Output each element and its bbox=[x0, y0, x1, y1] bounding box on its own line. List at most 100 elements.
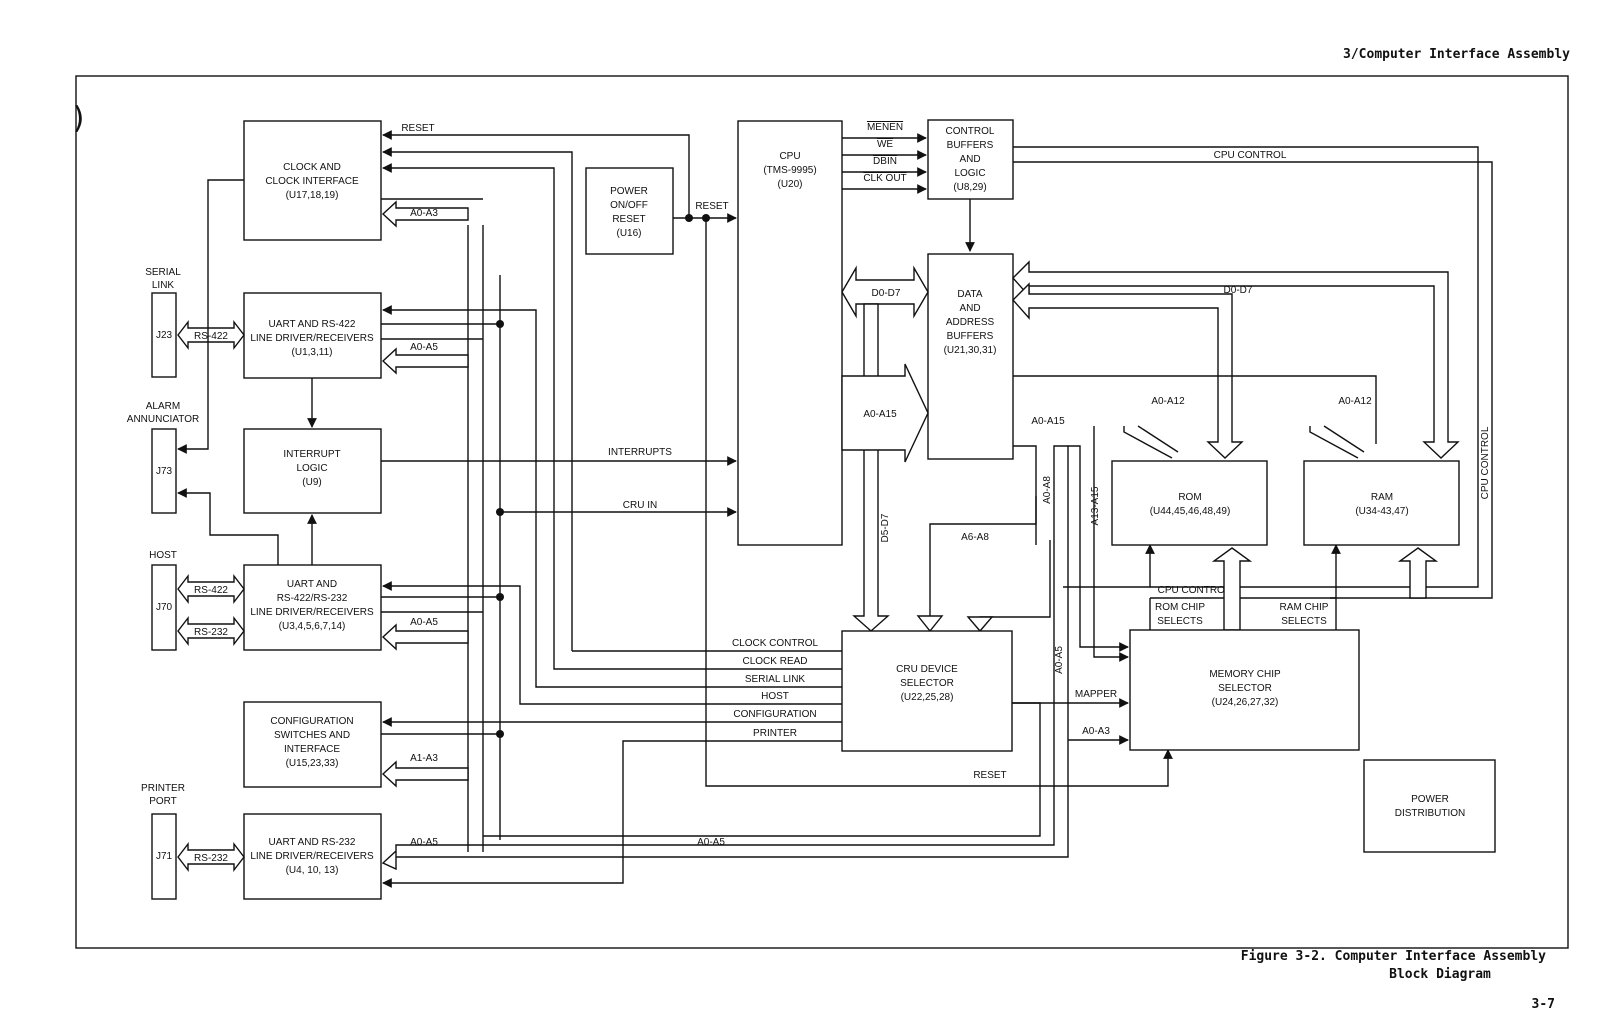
svg-text:J23: J23 bbox=[156, 330, 173, 341]
label-alarm: ALARM bbox=[146, 401, 180, 412]
svg-text:(U22,25,28): (U22,25,28) bbox=[901, 692, 954, 703]
wire-a0-a8 bbox=[1013, 445, 1037, 545]
label-printer-port: PRINTER bbox=[141, 783, 185, 794]
wire-host bbox=[382, 581, 842, 705]
block-data-address-buffers: DATA AND ADDRESS BUFFERS (U21,30,31) bbox=[927, 253, 1014, 460]
wire-uart2-to-alarm bbox=[177, 488, 279, 565]
diagram-frame bbox=[75, 75, 1569, 949]
svg-text:D0-D7: D0-D7 bbox=[872, 288, 901, 299]
arrow-a6-a8-cru bbox=[916, 615, 944, 633]
signal-dbin: DBIN bbox=[842, 156, 927, 177]
label-reset-cpu: RESET bbox=[695, 201, 728, 212]
block-uart-rs232: UART AND RS-232 LINE DRIVER/RECEIVERS (U… bbox=[243, 813, 382, 900]
svg-text:J70: J70 bbox=[156, 602, 173, 613]
label-a0-a8: A0-A8 bbox=[1042, 476, 1053, 504]
svg-text:CPU: CPU bbox=[779, 151, 800, 162]
svg-text:(U9): (U9) bbox=[302, 477, 321, 488]
label-a13-a15: A13-A15 bbox=[1090, 486, 1101, 525]
label-reset-mem: RESET bbox=[973, 770, 1006, 781]
svg-text:UART AND: UART AND bbox=[287, 579, 337, 590]
label-clock-control: CLOCK CONTROL bbox=[732, 638, 819, 649]
svg-text:(U20): (U20) bbox=[777, 179, 802, 190]
block-memory-chip-selector: MEMORY CHIP SELECTOR (U24,26,27,32) bbox=[1129, 629, 1360, 751]
block-power-reset: POWER ON/OFF RESET (U16) bbox=[585, 167, 674, 255]
page-number: 3-7 bbox=[1532, 997, 1555, 1012]
bus-a1-a3-config: A1-A3 bbox=[381, 753, 469, 788]
svg-text:D0-D7: D0-D7 bbox=[1224, 285, 1253, 296]
svg-text:RAM CHIP: RAM CHIP bbox=[1280, 602, 1329, 613]
svg-text:LOGIC: LOGIC bbox=[954, 168, 985, 179]
block-clock-interface: CLOCK AND CLOCK INTERFACE (U17,18,19) bbox=[243, 120, 382, 241]
bus-a0-a5-uart3: A0-A5 A0-A5 bbox=[381, 445, 1069, 871]
svg-text:LINE DRIVER/RECEIVERS: LINE DRIVER/RECEIVERS bbox=[250, 333, 374, 344]
svg-text:CLOCK INTERFACE: CLOCK INTERFACE bbox=[265, 176, 359, 187]
svg-text:(U16): (U16) bbox=[616, 228, 641, 239]
arrow-a0-a8-cru2 bbox=[966, 616, 994, 633]
svg-text:BUFFERS: BUFFERS bbox=[947, 140, 994, 151]
svg-text:A0-A5: A0-A5 bbox=[697, 837, 725, 848]
wire-reset-to-clock bbox=[382, 130, 690, 218]
svg-text:WE: WE bbox=[877, 139, 893, 150]
bus-rs422-j23: RS-422 bbox=[177, 319, 245, 351]
block-ram: RAM (U34-43,47) bbox=[1303, 460, 1460, 546]
label-a6-a8: A6-A8 bbox=[961, 532, 989, 543]
svg-text:DBIN: DBIN bbox=[873, 156, 897, 167]
label-host: HOST bbox=[149, 550, 177, 561]
svg-text:ROM CHIP: ROM CHIP bbox=[1155, 602, 1205, 613]
svg-text:A0-A5: A0-A5 bbox=[410, 342, 438, 353]
label-serial-link: SERIAL LINK bbox=[745, 674, 806, 685]
block-interrupt-logic: INTERRUPT LOGIC (U9) bbox=[243, 428, 382, 514]
block-control-buffers: CONTROL BUFFERS AND LOGIC (U8,29) bbox=[927, 119, 1014, 200]
svg-text:(U1,3,11): (U1,3,11) bbox=[292, 347, 333, 358]
label-a0-a3-mem: A0-A3 bbox=[1082, 726, 1110, 737]
label-cpu-control-top: CPU CONTROL bbox=[1214, 150, 1287, 161]
svg-text:PORT: PORT bbox=[149, 796, 177, 807]
label-cru-in: CRU IN bbox=[623, 500, 657, 511]
svg-text:A0-A5: A0-A5 bbox=[410, 617, 438, 628]
label-serial-link: SERIAL bbox=[145, 267, 181, 278]
wire-a0-a12-rom-feed bbox=[1124, 404, 1208, 426]
bus-a0-a5-uart2: A0-A5 bbox=[381, 617, 469, 651]
svg-text:UART AND RS-232: UART AND RS-232 bbox=[269, 837, 356, 848]
block-rom: ROM (U44,45,46,48,49) bbox=[1111, 460, 1268, 546]
signal-clk-out: CLK OUT bbox=[842, 173, 927, 194]
svg-text:RAM: RAM bbox=[1371, 492, 1393, 503]
bus-rs422-j70: RS-422 bbox=[177, 573, 245, 605]
svg-text:LOGIC: LOGIC bbox=[296, 463, 327, 474]
svg-text:AND: AND bbox=[959, 303, 980, 314]
block-power-distribution: POWER DISTRIBUTION bbox=[1363, 759, 1496, 853]
svg-text:LINE DRIVER/RECEIVERS: LINE DRIVER/RECEIVERS bbox=[250, 851, 374, 862]
binding-mark: ) bbox=[70, 101, 88, 136]
label-clock-read: CLOCK READ bbox=[742, 656, 807, 667]
label-reset-clock: RESET bbox=[401, 123, 434, 134]
svg-text:AND: AND bbox=[959, 154, 980, 165]
svg-text:RS-232: RS-232 bbox=[194, 627, 228, 638]
bus-d0-d7-memory: D0-D7 bbox=[1012, 260, 1460, 459]
svg-text:(U8,29): (U8,29) bbox=[953, 182, 986, 193]
svg-text:RS-422: RS-422 bbox=[194, 585, 228, 596]
svg-text:(U44,45,46,48,49): (U44,45,46,48,49) bbox=[1150, 506, 1231, 517]
svg-text:(U4, 10, 13): (U4, 10, 13) bbox=[286, 865, 339, 876]
bus-a0-a12-ram: A0-A12 bbox=[1309, 396, 1372, 459]
wire-a0-a15-mem bbox=[1093, 426, 1129, 662]
svg-text:SELECTOR: SELECTOR bbox=[1218, 683, 1272, 694]
figure-caption-line2: Block Diagram bbox=[1389, 967, 1491, 982]
connector-j70: J70 bbox=[151, 564, 177, 651]
svg-text:(TMS-9995): (TMS-9995) bbox=[763, 165, 816, 176]
svg-text:A0-A12: A0-A12 bbox=[1338, 396, 1372, 407]
connector-j23: J23 bbox=[151, 292, 177, 378]
svg-text:(U24,26,27,32): (U24,26,27,32) bbox=[1212, 697, 1279, 708]
svg-text:MEMORY CHIP: MEMORY CHIP bbox=[1209, 669, 1281, 680]
wire-serial-link bbox=[382, 305, 842, 688]
wire-mapper-loop bbox=[483, 702, 1041, 837]
bus-d5-d7-cru: D5-D7 bbox=[852, 303, 891, 632]
bus-ram-chip-selects: RAM CHIP SELECTS bbox=[1280, 547, 1439, 630]
svg-text:A0-A15: A0-A15 bbox=[863, 409, 897, 420]
svg-text:RS-422: RS-422 bbox=[194, 331, 228, 342]
svg-text:DATA: DATA bbox=[957, 289, 983, 300]
wire-cpu-control-rom bbox=[1063, 544, 1155, 588]
svg-text:BUFFERS: BUFFERS bbox=[947, 331, 994, 342]
label-interrupts: INTERRUPTS bbox=[608, 447, 672, 458]
svg-text:(U3,4,5,6,7,14): (U3,4,5,6,7,14) bbox=[279, 621, 346, 632]
svg-text:UART AND RS-422: UART AND RS-422 bbox=[269, 319, 356, 330]
